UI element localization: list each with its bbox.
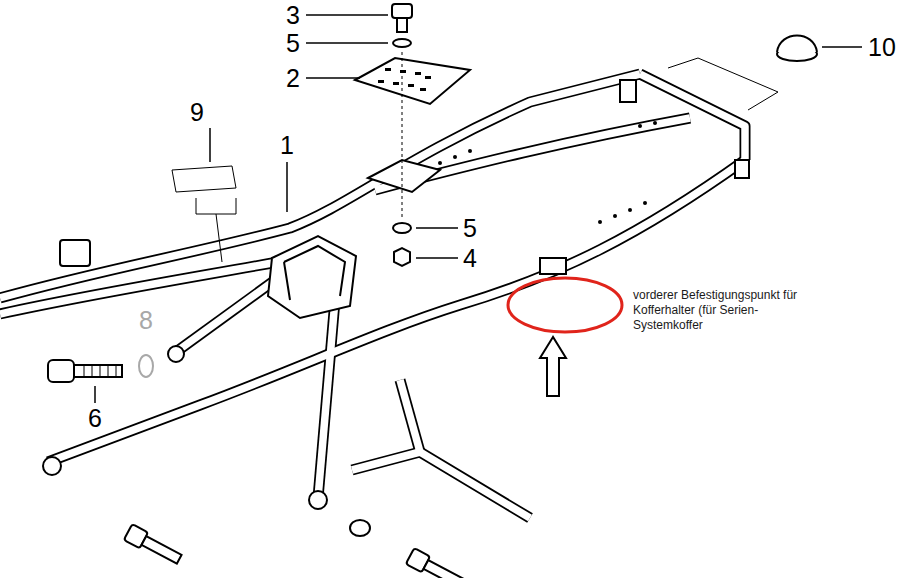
callout-number: 5: [463, 215, 477, 241]
plate: [355, 58, 470, 104]
callout-number: 6: [88, 405, 102, 431]
block-arrow: [540, 337, 566, 396]
highlight-ellipse: [508, 278, 622, 332]
callout-number: 9: [190, 99, 204, 125]
fasteners: [392, 4, 412, 266]
callout-number: 2: [286, 65, 300, 91]
callout-number: 10: [868, 34, 896, 60]
assembly-line: [402, 52, 403, 218]
bracket-line: [668, 58, 778, 110]
leader-line: [95, 15, 862, 403]
annotation-note: vorderer Befestigungspunkt für Kofferhal…: [633, 288, 823, 333]
bracket: [368, 160, 440, 192]
centre-mount: [268, 236, 356, 318]
rail-holes: [438, 121, 657, 224]
callout-number: 5: [286, 30, 300, 56]
bracket-line: [196, 198, 236, 214]
callout-number: 8: [139, 307, 153, 333]
bolt: [48, 360, 122, 382]
bottom-bolts: [124, 520, 466, 578]
callout-number: 4: [463, 245, 477, 271]
callout-number: 3: [286, 2, 300, 28]
label-patch: [172, 166, 236, 192]
bracket-line: [216, 214, 222, 262]
washer: [139, 355, 153, 377]
callout-number: 1: [280, 132, 294, 158]
rubber-cap: [777, 36, 817, 62]
